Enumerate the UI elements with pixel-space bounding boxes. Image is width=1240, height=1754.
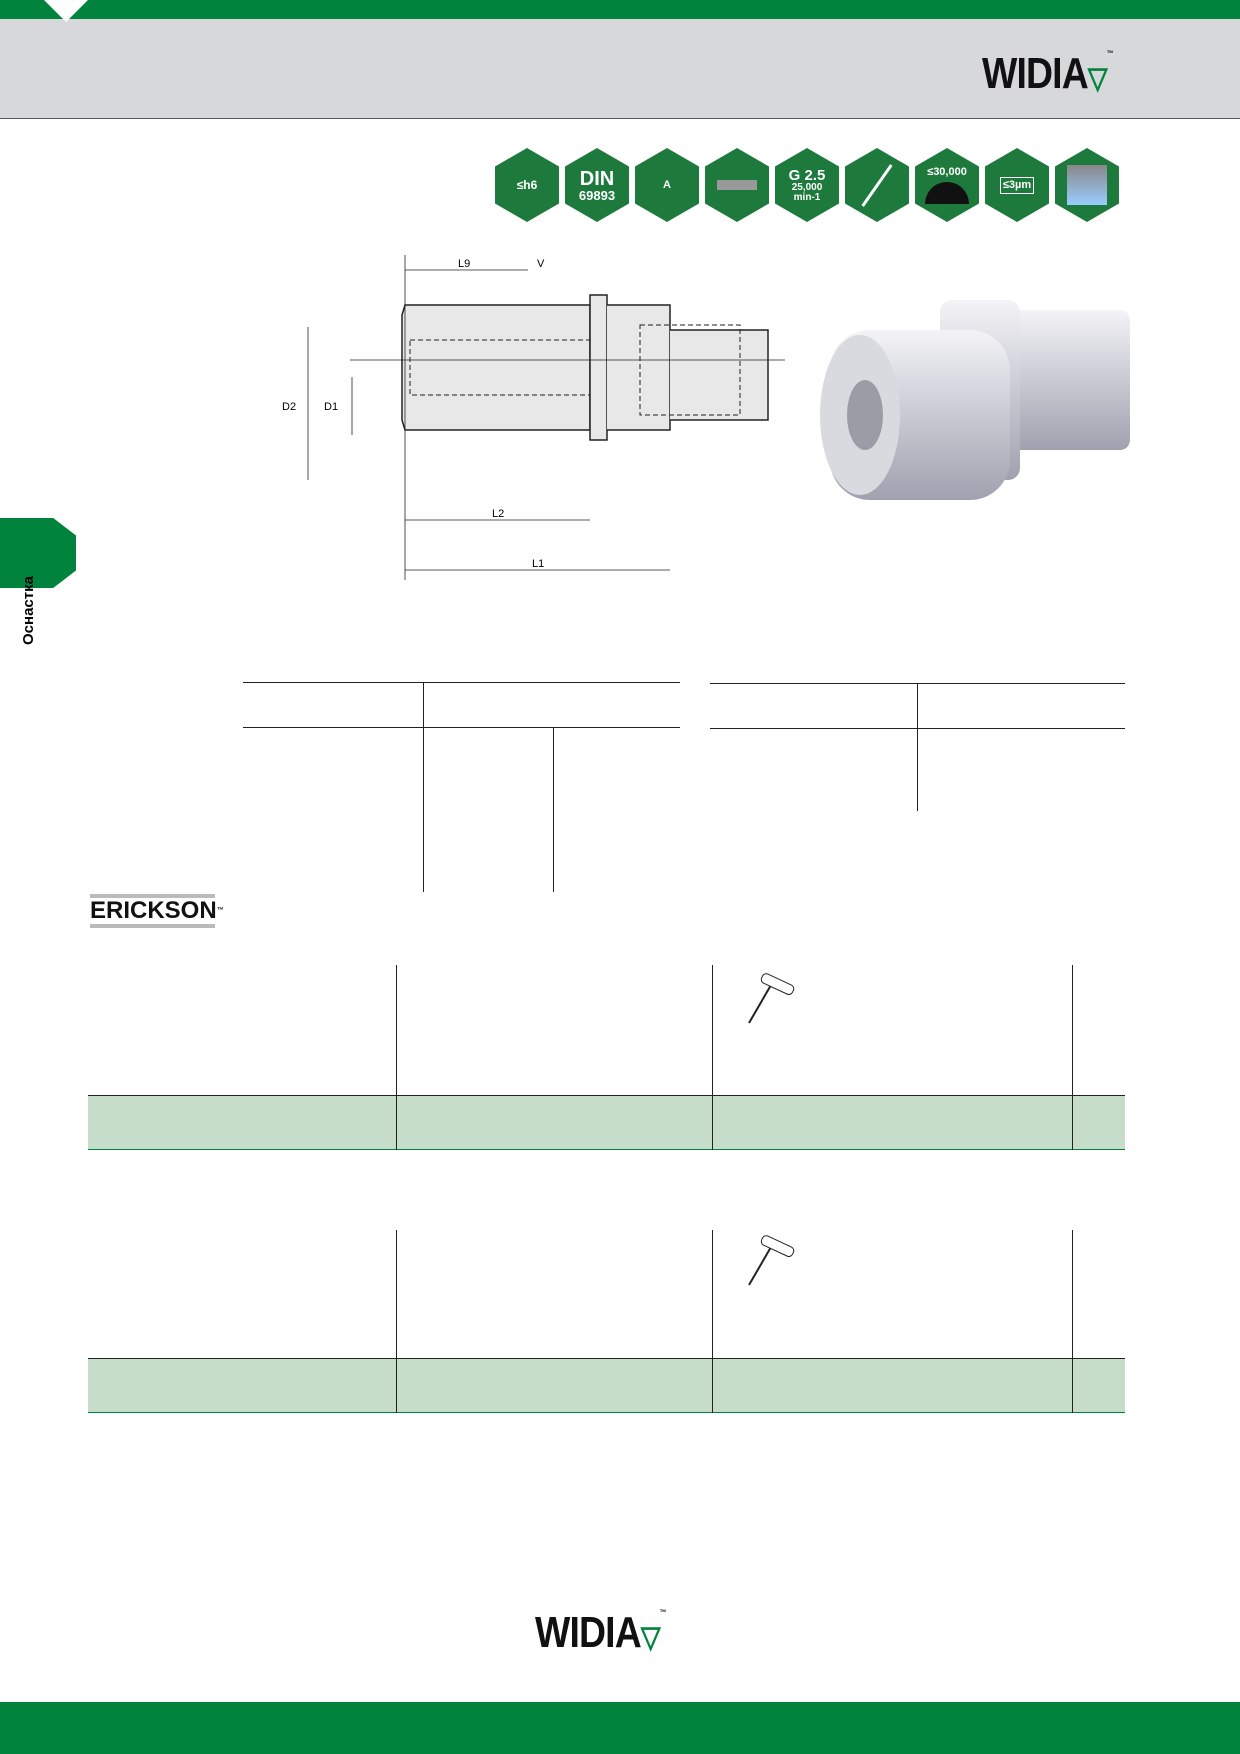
erickson-logo: ERICKSON™ bbox=[90, 894, 224, 928]
section-tab bbox=[0, 518, 76, 588]
widia-logo: WIDIA▽™ bbox=[982, 49, 1113, 98]
table-rule bbox=[243, 682, 680, 683]
through-coolant-icon bbox=[1055, 148, 1119, 222]
tolerance-h6-icon: ≤h6 bbox=[495, 148, 559, 222]
dim-d1: D1 bbox=[324, 401, 338, 413]
form-a-icon: A bbox=[635, 148, 699, 222]
table-divider bbox=[917, 683, 918, 811]
hex-key-icon bbox=[748, 1235, 795, 1286]
bottom-bar bbox=[0, 1702, 1240, 1754]
coolant-tube-icon bbox=[705, 148, 769, 222]
table-divider bbox=[553, 727, 554, 892]
dim-v: V bbox=[537, 258, 545, 270]
technical-drawing: L9 V D2 D1 L2 L1 bbox=[282, 255, 785, 580]
hex-key-icon bbox=[748, 973, 795, 1024]
table-divider bbox=[423, 682, 424, 892]
dim-d2: D2 bbox=[282, 401, 296, 413]
top-bar bbox=[0, 0, 1240, 19]
product-table-2 bbox=[88, 1230, 1125, 1413]
dim-l2: L2 bbox=[492, 508, 504, 520]
max-speed-icon: ≤30,000 bbox=[915, 148, 979, 222]
table-row bbox=[88, 1095, 1125, 1150]
product-photo bbox=[820, 300, 1130, 500]
dim-l9: L9 bbox=[458, 258, 470, 270]
page-header: WIDIA▽™ bbox=[0, 19, 1240, 119]
header-notch bbox=[44, 0, 88, 22]
footer-widia-logo: WIDIA▽™ bbox=[535, 1608, 666, 1657]
dim-l1: L1 bbox=[532, 558, 544, 570]
table-row bbox=[88, 1358, 1125, 1413]
runout-icon: ≤3µm bbox=[985, 148, 1049, 222]
table-rule bbox=[243, 727, 680, 728]
product-table-1 bbox=[88, 965, 1125, 1150]
no-side-lock-icon bbox=[845, 148, 909, 222]
section-label: Оснастка bbox=[20, 576, 37, 645]
